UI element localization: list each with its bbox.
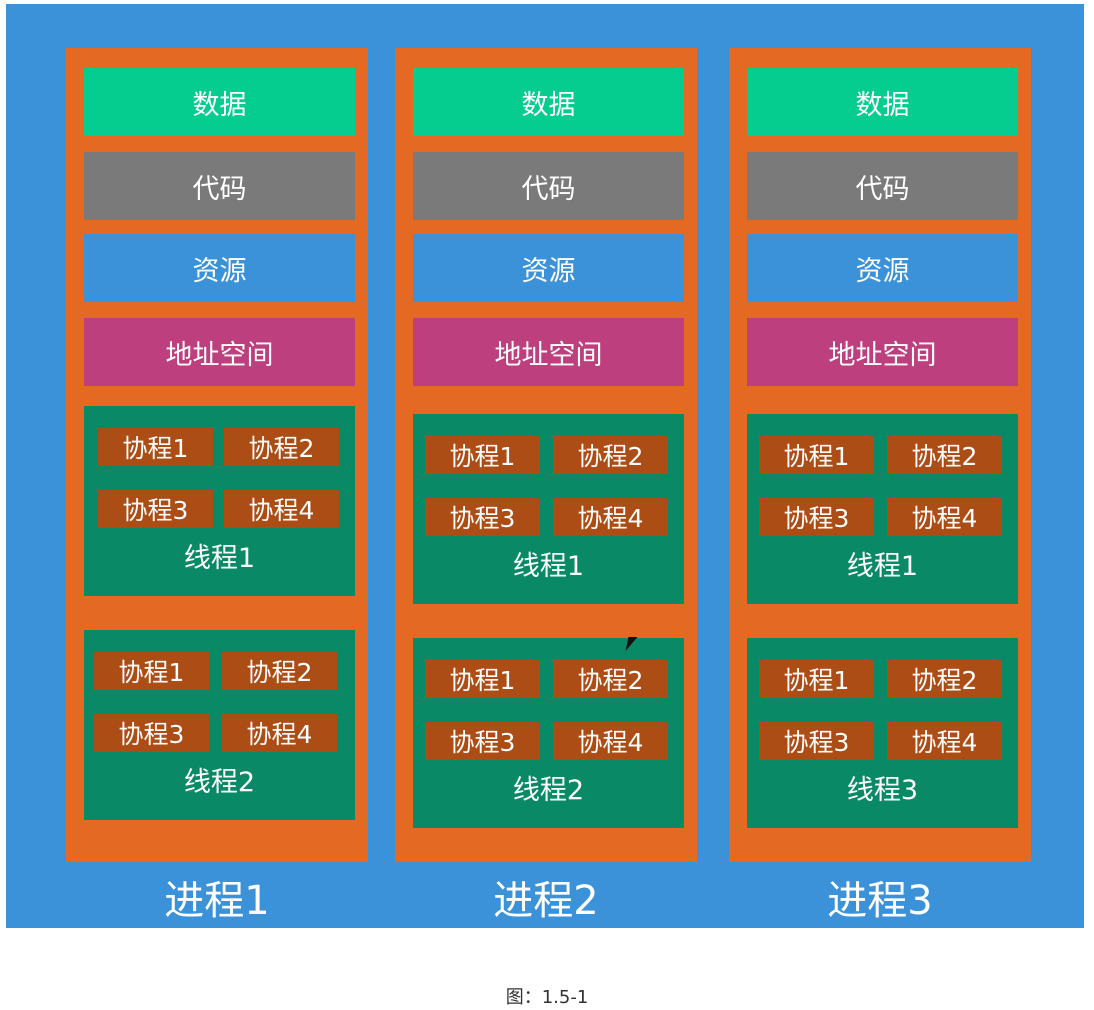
code-block: 代码 [413, 152, 684, 220]
coroutine-box: 协程1 [759, 436, 874, 474]
coroutine-box: 协程2 [222, 652, 337, 690]
address-space-block: 地址空间 [84, 318, 355, 386]
thread-label: 线程1 [846, 551, 919, 582]
coroutine-box: 协程4 [553, 722, 668, 760]
address-space-block: 地址空间 [747, 318, 1018, 386]
thread-box: 协程1 协程2 协程3 协程4 线程1 [747, 414, 1018, 604]
thread-box: 协程1 协程2 协程3 协程4 线程1 [413, 414, 684, 604]
thread-box: 协程1 协程2 协程3 协程4 线程2 [84, 630, 355, 820]
coroutine-box: 协程2 [553, 436, 668, 474]
coroutine-box: 协程2 [224, 428, 339, 466]
coroutine-box: 协程3 [425, 498, 540, 536]
data-block: 数据 [84, 68, 355, 136]
coroutine-box: 协程4 [887, 498, 1002, 536]
resource-block: 资源 [413, 234, 684, 302]
resource-block: 资源 [747, 234, 1018, 302]
coroutine-box: 协程4 [553, 498, 668, 536]
coroutine-box: 协程1 [98, 428, 213, 466]
thread-box: 协程1 协程2 协程3 协程4 线程3 [747, 638, 1018, 828]
coroutine-box: 协程1 [94, 652, 209, 690]
thread-label: 线程1 [183, 543, 256, 574]
coroutine-box: 协程3 [759, 498, 874, 536]
coroutine-box: 协程1 [425, 436, 540, 474]
data-block: 数据 [413, 68, 684, 136]
figure-caption: 图：1.5-1 [505, 987, 589, 1008]
thread-label: 线程2 [512, 775, 585, 806]
address-space-block: 地址空间 [413, 318, 684, 386]
coroutine-box: 协程3 [94, 714, 209, 752]
thread-label: 线程2 [183, 767, 256, 798]
coroutine-box: 协程4 [887, 722, 1002, 760]
coroutine-box: 协程3 [759, 722, 874, 760]
thread-label: 线程1 [512, 551, 585, 582]
coroutine-box: 协程4 [224, 490, 339, 528]
process-label-1: 进程1 [164, 878, 270, 924]
coroutine-box: 协程3 [98, 490, 213, 528]
coroutine-box: 协程3 [425, 722, 540, 760]
coroutine-box: 协程2 [553, 660, 668, 698]
process-box-2: 数据 代码 资源 地址空间 协程1 协程2 协程3 协程4 线程1 协程1 协程… [395, 48, 697, 862]
thread-box: 协程1 协程2 协程3 协程4 线程2 [413, 638, 684, 828]
coroutine-box: 协程1 [425, 660, 540, 698]
code-block: 代码 [747, 152, 1018, 220]
process-label-3: 进程3 [827, 878, 933, 924]
diagram-canvas: 数据 代码 资源 地址空间 协程1 协程2 协程3 协程4 线程1 协程1 协程… [6, 4, 1084, 928]
code-block: 代码 [84, 152, 355, 220]
thread-box: 协程1 协程2 协程3 协程4 线程1 [84, 406, 355, 596]
data-block: 数据 [747, 68, 1018, 136]
coroutine-box: 协程1 [759, 660, 874, 698]
coroutine-box: 协程4 [222, 714, 337, 752]
coroutine-box: 协程2 [887, 436, 1002, 474]
thread-label: 线程3 [846, 775, 919, 806]
process-box-1: 数据 代码 资源 地址空间 协程1 协程2 协程3 协程4 线程1 协程1 协程… [66, 48, 368, 862]
process-label-2: 进程2 [493, 878, 599, 924]
coroutine-box: 协程2 [887, 660, 1002, 698]
resource-block: 资源 [84, 234, 355, 302]
process-box-3: 数据 代码 资源 地址空间 协程1 协程2 协程3 协程4 线程1 协程1 协程… [729, 48, 1031, 862]
